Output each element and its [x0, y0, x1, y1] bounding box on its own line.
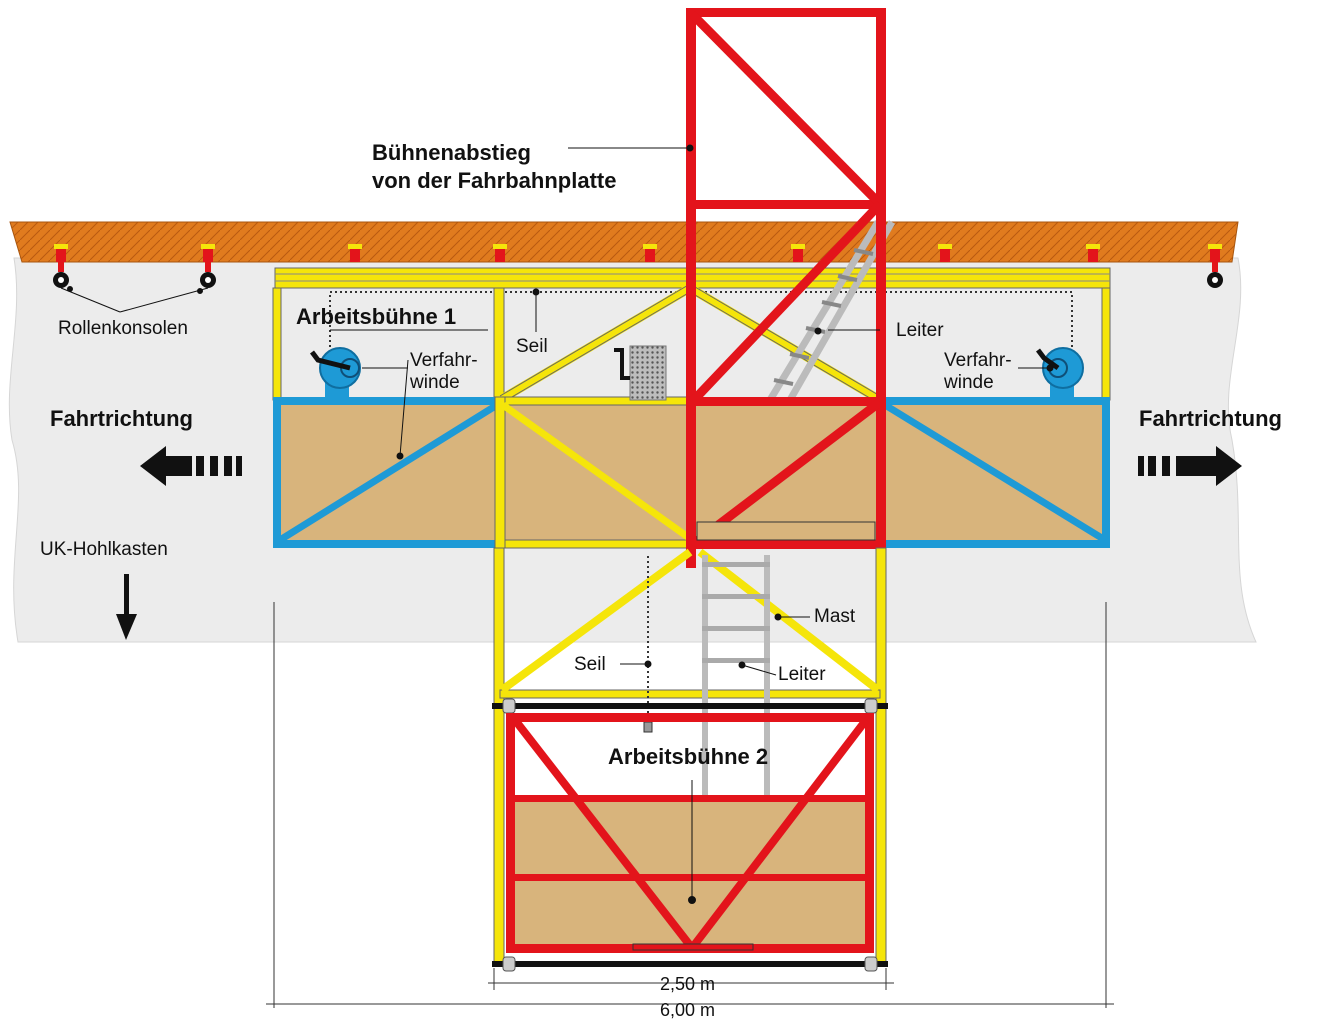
label-descent-line1: Bühnenabstieg — [372, 140, 531, 165]
rope-bottom-weight — [643, 721, 653, 733]
descent-tower — [686, 8, 886, 568]
label-descent-line2: von der Fahrbahnplatte — [372, 168, 616, 193]
upper-yellow-bracing — [497, 284, 883, 404]
ladder-bottom — [702, 555, 770, 800]
label-direction-left: Fahrtrichtung — [50, 406, 193, 431]
label-ladder-bottom: Leiter — [778, 664, 826, 685]
label-box-girder: UK-Hohlkasten — [40, 539, 168, 560]
roller-console — [938, 244, 952, 262]
roller-console — [1207, 244, 1223, 288]
label-dim-outer: 6,00 m — [660, 1000, 715, 1020]
roller-console — [643, 244, 657, 262]
label-rope-bottom: Seil — [574, 654, 606, 675]
label-winch-right-2: winde — [943, 372, 994, 393]
roller-console — [493, 244, 507, 262]
leader-lines — [60, 144, 1054, 904]
label-winch-right-1: Verfahr- — [944, 350, 1012, 371]
platform2-rails — [492, 698, 888, 972]
label-dim-inner: 2,50 m — [660, 974, 715, 994]
label-platform1: Arbeitsbühne 1 — [296, 304, 456, 329]
arrow-right-icon — [1138, 446, 1242, 486]
dimension-lines — [266, 602, 1114, 1008]
label-rope-top: Seil — [516, 336, 548, 357]
hatch-box — [696, 521, 876, 541]
arrow-left-icon — [140, 446, 242, 486]
roller-console — [53, 244, 69, 288]
platform1-blue-frame-left — [273, 397, 500, 548]
winch-right — [1036, 347, 1084, 398]
ladder-top — [767, 220, 896, 402]
label-direction-right: Fahrtrichtung — [1139, 406, 1282, 431]
upper-yellow-bracing-outline — [499, 283, 881, 405]
label-mast: Mast — [814, 606, 856, 627]
label-winch-left-1: Verfahr- — [410, 350, 478, 371]
roller-consoles — [53, 244, 1223, 288]
winch-left — [310, 347, 361, 398]
roller-console — [200, 244, 216, 288]
deck-slab — [9, 221, 1239, 263]
roller-console — [791, 244, 805, 262]
mast-yellow — [493, 547, 887, 967]
platform1-blue-frame-right — [880, 397, 1110, 548]
bucket-icon — [614, 345, 667, 401]
roller-console — [348, 244, 362, 262]
platform2 — [506, 713, 874, 953]
label-ladder-top: Leiter — [896, 320, 944, 341]
arrow-down-icon — [116, 574, 137, 640]
roller-console — [1086, 244, 1100, 262]
label-platform2: Arbeitsbühne 2 — [608, 744, 768, 769]
label-winch-left-2: winde — [409, 372, 460, 393]
label-roller-consoles: Rollenkonsolen — [58, 318, 188, 339]
